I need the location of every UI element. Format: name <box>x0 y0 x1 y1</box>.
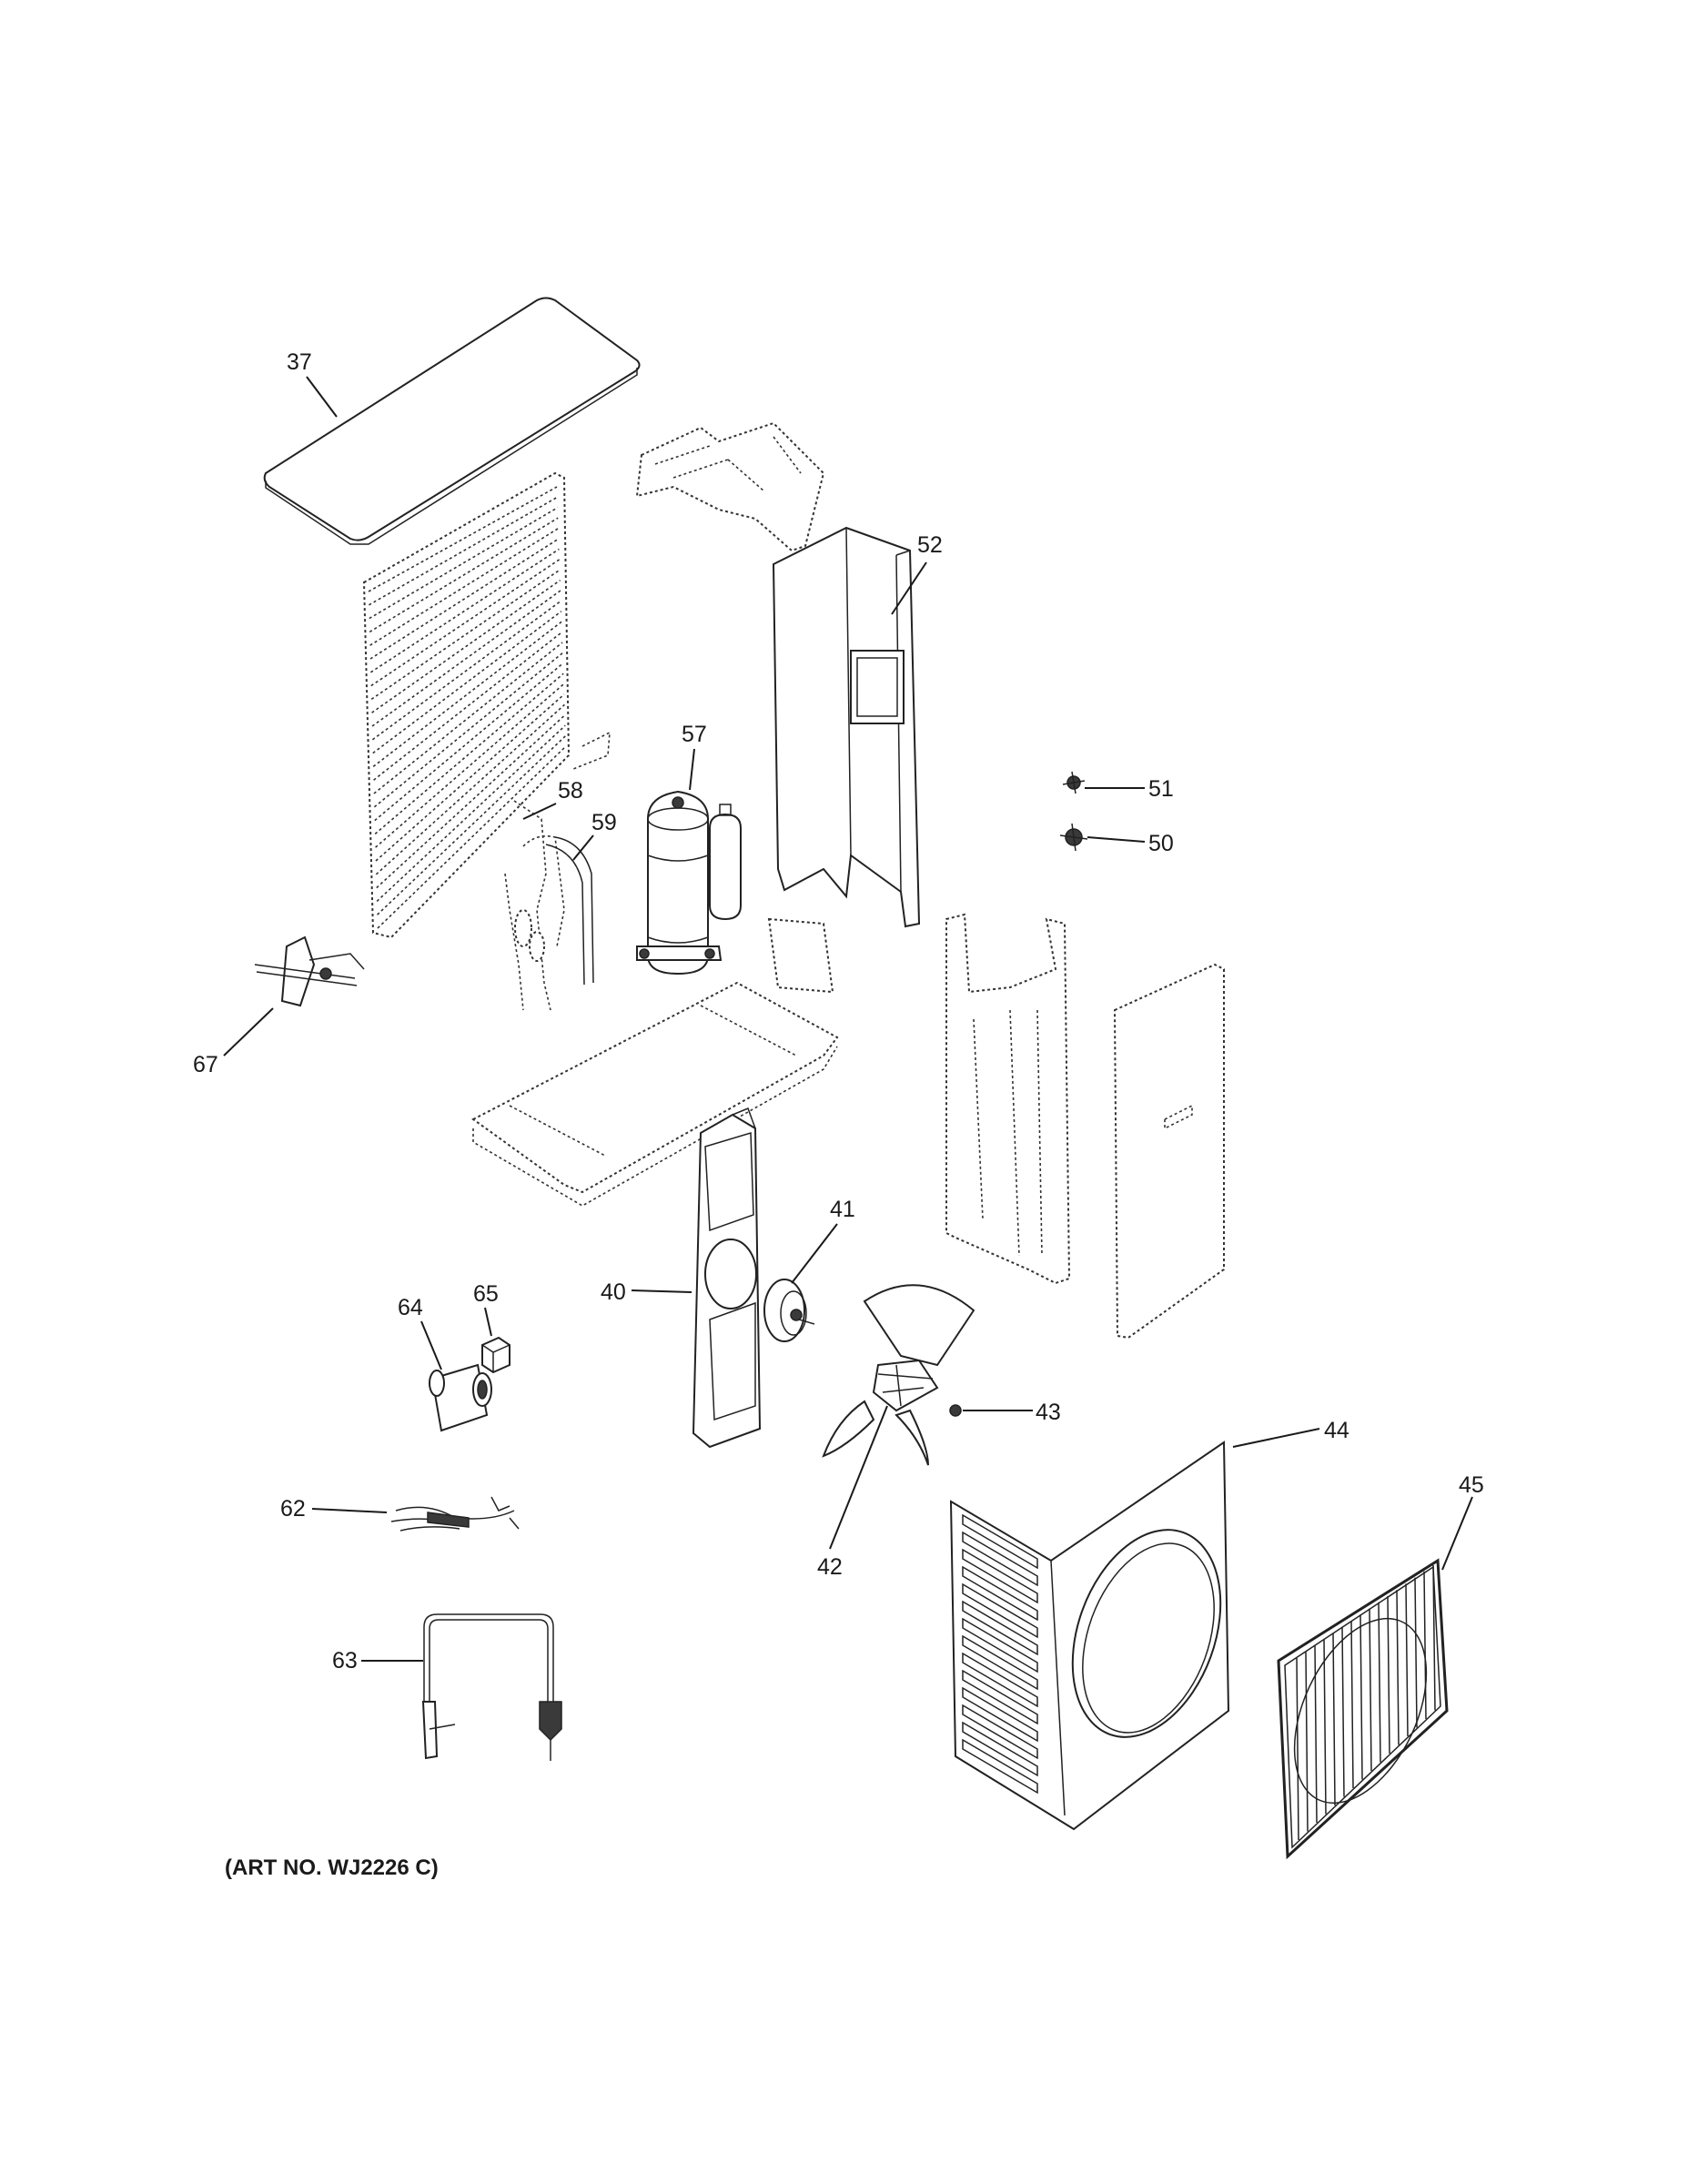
top-bracket <box>635 421 825 552</box>
callout-51[interactable]: 51 <box>1148 776 1174 802</box>
callout-43[interactable]: 43 <box>1036 1400 1061 1425</box>
part-43-nut[interactable] <box>949 1404 962 1417</box>
part-51-fitting[interactable] <box>1062 771 1086 794</box>
part-37-top-cover[interactable] <box>263 297 641 545</box>
part-41-fan-motor[interactable] <box>763 1279 815 1342</box>
condenser-coil <box>362 471 611 939</box>
art-number: (ART NO. WJ2226 C) <box>225 1855 439 1880</box>
part-64-capacitor[interactable] <box>429 1363 492 1432</box>
callout-63[interactable]: 63 <box>332 1648 358 1673</box>
part-57-compressor[interactable] <box>636 790 742 976</box>
part-62-wire-harness[interactable] <box>390 1496 520 1532</box>
callout-37[interactable]: 37 <box>287 349 312 375</box>
callout-64[interactable]: 64 <box>398 1295 423 1320</box>
callout-42[interactable]: 42 <box>817 1554 843 1580</box>
part-42-fan-blade[interactable] <box>822 1284 975 1466</box>
part-65-block[interactable] <box>481 1336 510 1374</box>
leader-lines <box>223 376 1473 1662</box>
callout-40[interactable]: 40 <box>601 1279 626 1305</box>
callout-45[interactable]: 45 <box>1459 1472 1484 1498</box>
part-52-partition-panel[interactable] <box>772 526 921 928</box>
callout-67[interactable]: 67 <box>193 1052 218 1077</box>
callout-58[interactable]: 58 <box>558 778 583 804</box>
callout-65[interactable]: 65 <box>473 1281 499 1307</box>
callout-59[interactable]: 59 <box>591 810 617 835</box>
part-50-fitting[interactable] <box>1059 823 1088 852</box>
callout-44[interactable]: 44 <box>1324 1418 1349 1443</box>
part-58-59-tubing-assembly[interactable] <box>504 800 594 1011</box>
callout-52[interactable]: 52 <box>917 532 943 558</box>
callout-50[interactable]: 50 <box>1148 831 1174 856</box>
callout-62[interactable]: 62 <box>280 1496 306 1522</box>
part-40-shroud-bracket[interactable] <box>692 1107 762 1449</box>
part-44-front-housing[interactable] <box>949 1441 1248 1831</box>
base-pan <box>471 917 839 1207</box>
callout-41[interactable]: 41 <box>830 1197 855 1222</box>
part-45-guard-grille[interactable] <box>1268 1558 1453 1860</box>
part-63-sensor-wire[interactable] <box>421 1613 562 1761</box>
callout-57[interactable]: 57 <box>682 722 707 747</box>
part-67-valve[interactable] <box>254 935 365 1007</box>
side-partition-panels <box>945 913 1225 1340</box>
callout-labels: 37 52 57 58 59 51 50 67 41 40 64 65 43 4… <box>193 349 1484 1673</box>
